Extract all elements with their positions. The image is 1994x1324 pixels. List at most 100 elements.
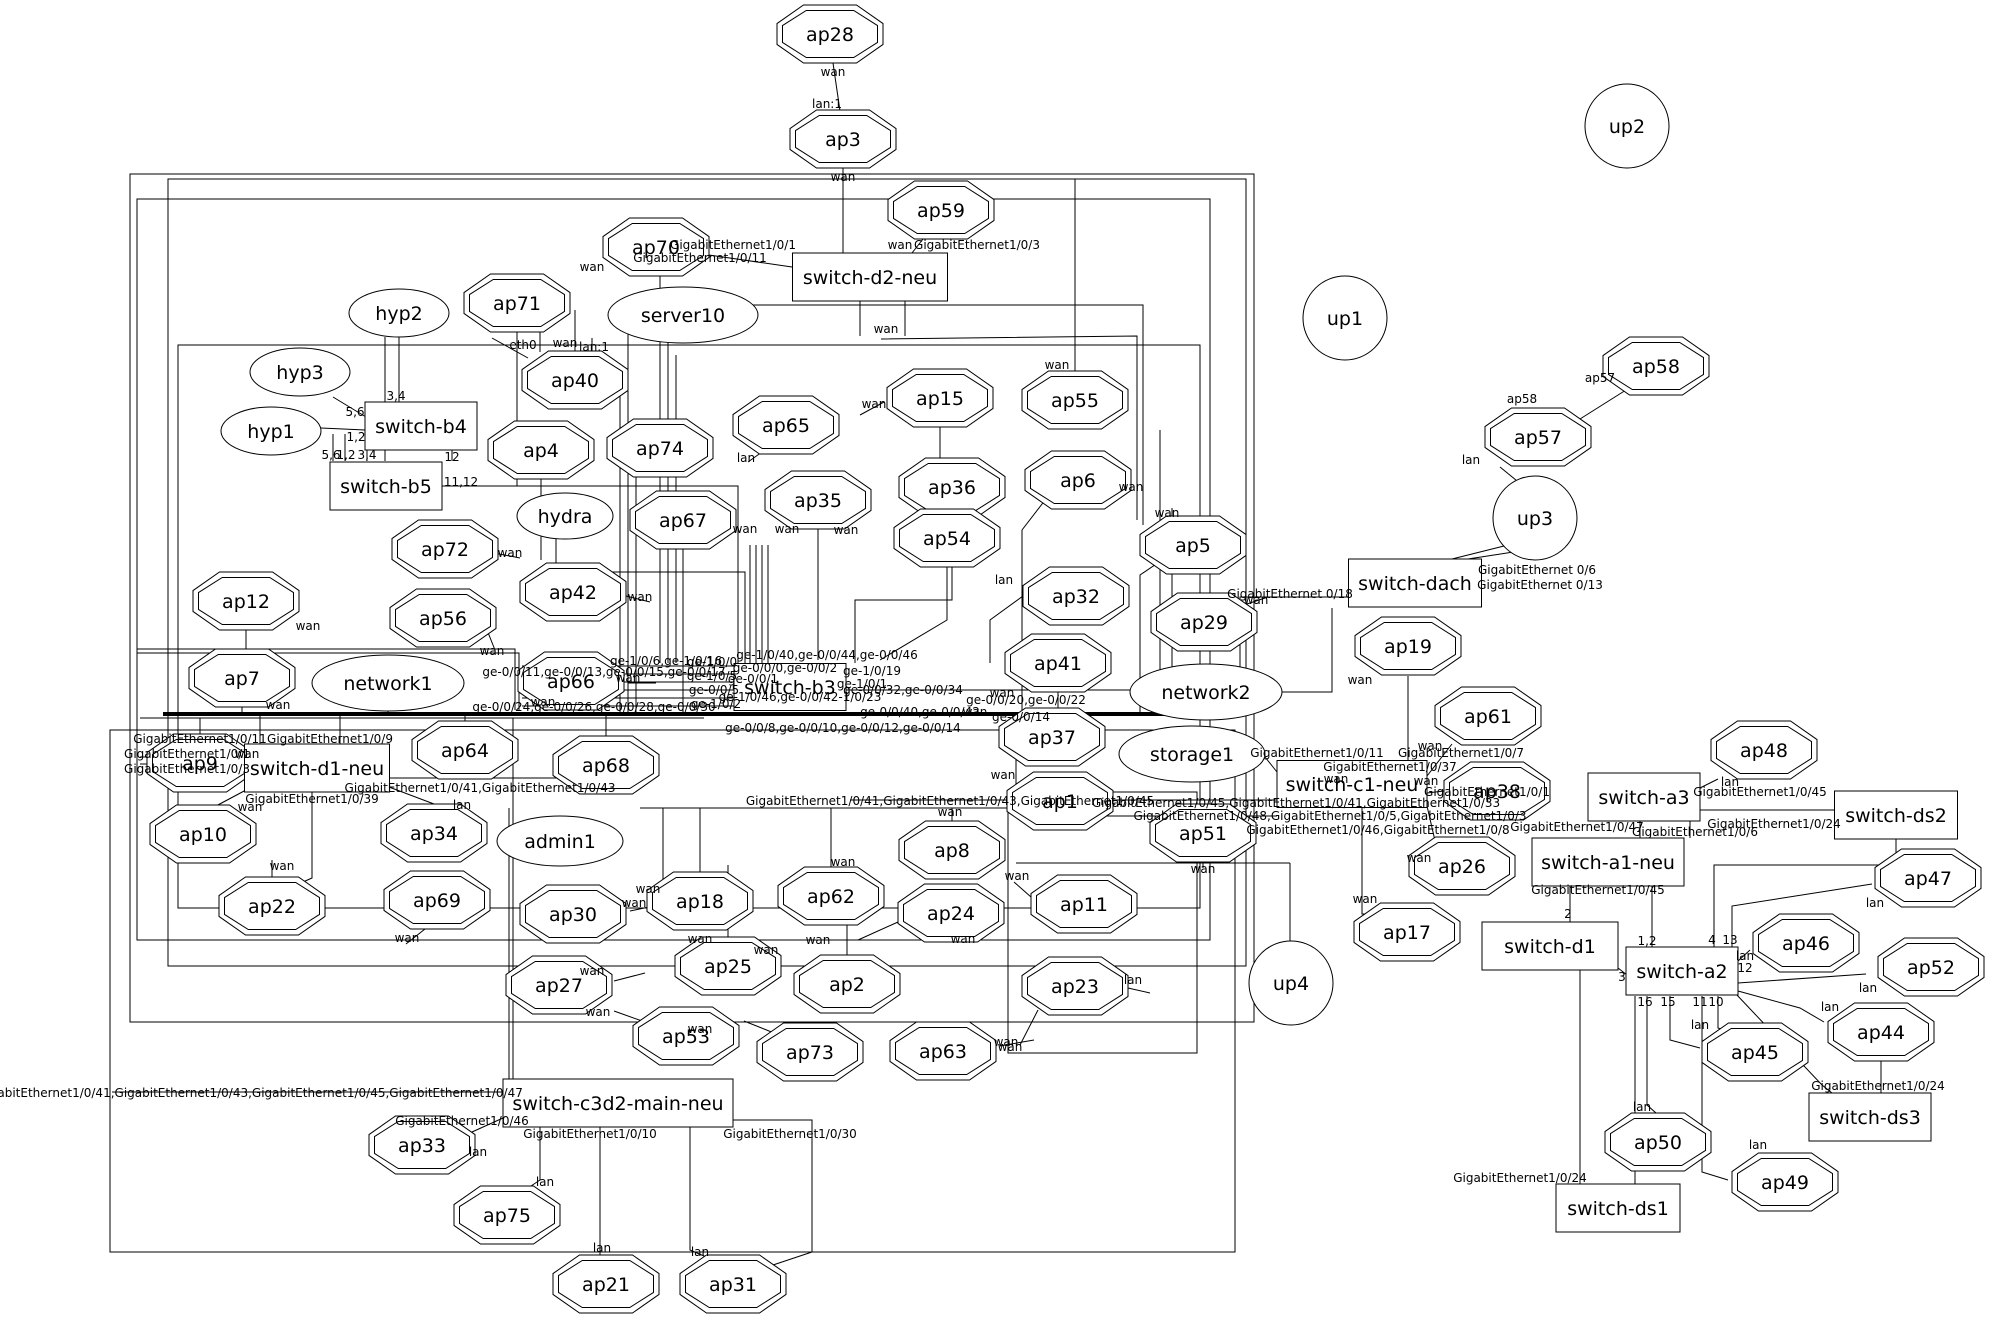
node-ap75[interactable]: ap75 <box>453 1185 561 1245</box>
node-ap22[interactable]: ap22 <box>218 876 326 936</box>
node-hydra[interactable]: hydra <box>516 492 614 540</box>
node-switch-dach[interactable]: switch-dach <box>1348 558 1482 608</box>
node-ap25[interactable]: ap25 <box>674 936 782 996</box>
node-hyp1[interactable]: hyp1 <box>220 406 322 456</box>
node-ap74[interactable]: ap74 <box>606 418 714 478</box>
node-ap53[interactable]: ap53 <box>632 1006 740 1066</box>
node-ap42[interactable]: ap42 <box>519 562 627 622</box>
node-up3[interactable]: up3 <box>1492 475 1578 561</box>
node-up1[interactable]: up1 <box>1302 275 1388 361</box>
node-ap2[interactable]: ap2 <box>793 954 901 1014</box>
node-hyp3[interactable]: hyp3 <box>249 347 351 397</box>
node-switch-a1-neu[interactable]: switch-a1-neu <box>1531 837 1685 887</box>
node-ap30[interactable]: ap30 <box>519 884 627 944</box>
node-ap68[interactable]: ap68 <box>552 735 660 795</box>
node-ap57[interactable]: ap57 <box>1484 407 1592 467</box>
node-ap21[interactable]: ap21 <box>552 1254 660 1314</box>
node-ap11[interactable]: ap11 <box>1030 874 1138 934</box>
node-ap73[interactable]: ap73 <box>756 1022 864 1082</box>
doubleoctagon-shape <box>1737 1158 1833 1206</box>
node-hyp2[interactable]: hyp2 <box>348 288 450 338</box>
node-ap72[interactable]: ap72 <box>391 519 499 579</box>
node-switch-d2-neu[interactable]: switch-d2-neu <box>792 252 948 302</box>
node-ap12[interactable]: ap12 <box>192 571 300 631</box>
node-switch-d1[interactable]: switch-d1 <box>1481 921 1619 971</box>
node-ap51[interactable]: ap51 <box>1149 803 1257 863</box>
node-ap41[interactable]: ap41 <box>1004 633 1112 693</box>
node-ap33[interactable]: ap33 <box>368 1115 476 1175</box>
node-ap64[interactable]: ap64 <box>411 720 519 780</box>
node-switch-c1-neu[interactable]: switch-c1-neu <box>1276 760 1428 808</box>
node-ap47[interactable]: ap47 <box>1874 848 1982 908</box>
node-ap38[interactable]: ap38 <box>1443 761 1551 821</box>
edge-line <box>1669 996 1701 1049</box>
node-ap37[interactable]: ap37 <box>998 707 1106 767</box>
node-ap31[interactable]: ap31 <box>679 1254 787 1314</box>
node-ap1[interactable]: ap1 <box>1006 771 1114 831</box>
node-ap29[interactable]: ap29 <box>1150 592 1258 652</box>
node-ap28[interactable]: ap28 <box>776 4 884 64</box>
node-switch-a2[interactable]: switch-a2 <box>1625 946 1739 996</box>
node-network1[interactable]: network1 <box>311 654 465 712</box>
node-ap8[interactable]: ap8 <box>898 820 1006 880</box>
node-ap36[interactable]: ap36 <box>898 457 1006 517</box>
node-ap3[interactable]: ap3 <box>789 109 897 169</box>
node-ap32[interactable]: ap32 <box>1022 566 1130 626</box>
node-up4[interactable]: up4 <box>1248 940 1334 1026</box>
node-ap45[interactable]: ap45 <box>1701 1022 1809 1082</box>
node-switch-c3d2-main-neu[interactable]: switch-c3d2-main-neu <box>502 1078 734 1128</box>
node-ap18[interactable]: ap18 <box>646 871 754 931</box>
node-ap65[interactable]: ap65 <box>732 395 840 455</box>
node-ap24[interactable]: ap24 <box>897 883 1005 943</box>
node-ap7[interactable]: ap7 <box>188 648 296 708</box>
node-network2[interactable]: network2 <box>1129 663 1283 721</box>
node-ap59[interactable]: ap59 <box>887 180 995 240</box>
node-ap52[interactable]: ap52 <box>1877 937 1985 997</box>
edge-line <box>215 789 247 807</box>
doubleoctagon-shape <box>1010 639 1106 687</box>
node-switch-b5[interactable]: switch-b5 <box>329 461 443 511</box>
node-ap55[interactable]: ap55 <box>1021 370 1129 430</box>
node-switch-b4[interactable]: switch-b4 <box>364 401 478 451</box>
node-ap5[interactable]: ap5 <box>1139 515 1247 575</box>
node-ap61[interactable]: ap61 <box>1434 686 1542 746</box>
node-ap56[interactable]: ap56 <box>389 588 497 648</box>
node-ap62[interactable]: ap62 <box>777 866 885 926</box>
node-ap35[interactable]: ap35 <box>764 470 872 530</box>
node-ap40[interactable]: ap40 <box>521 350 629 410</box>
node-server10[interactable]: server10 <box>607 286 759 344</box>
node-ap19[interactable]: ap19 <box>1354 616 1462 676</box>
node-ap46[interactable]: ap46 <box>1752 913 1860 973</box>
node-switch-a3[interactable]: switch-a3 <box>1587 772 1701 822</box>
node-ap69[interactable]: ap69 <box>383 870 491 930</box>
node-ap71[interactable]: ap71 <box>463 273 571 333</box>
node-ap6[interactable]: ap6 <box>1024 450 1132 510</box>
node-ap58[interactable]: ap58 <box>1602 336 1710 396</box>
node-storage1[interactable]: storage1 <box>1118 725 1266 783</box>
node-ap67[interactable]: ap67 <box>629 490 737 550</box>
node-ap63[interactable]: ap63 <box>889 1021 997 1081</box>
node-ap50[interactable]: ap50 <box>1604 1112 1712 1172</box>
node-switch-b3[interactable]: switch-b3 <box>733 663 847 711</box>
node-switch-ds3[interactable]: switch-ds3 <box>1808 1092 1932 1142</box>
node-admin1[interactable]: admin1 <box>496 815 624 867</box>
node-ap4[interactable]: ap4 <box>487 420 595 480</box>
node-switch-d1-neu[interactable]: switch-d1-neu <box>244 743 390 793</box>
node-up2[interactable]: up2 <box>1584 83 1670 169</box>
node-ap10[interactable]: ap10 <box>149 804 257 864</box>
node-ap15[interactable]: ap15 <box>886 368 994 428</box>
node-switch-ds2[interactable]: switch-ds2 <box>1834 790 1958 840</box>
node-ap44[interactable]: ap44 <box>1827 1002 1935 1062</box>
node-ap70[interactable]: ap70 <box>602 217 710 277</box>
node-ap49[interactable]: ap49 <box>1731 1152 1839 1212</box>
node-ap48[interactable]: ap48 <box>1710 720 1818 780</box>
node-switch-ds1[interactable]: switch-ds1 <box>1555 1183 1681 1233</box>
node-ap66[interactable]: ap66 <box>517 651 625 711</box>
node-ap17[interactable]: ap17 <box>1353 902 1461 962</box>
node-ap34[interactable]: ap34 <box>380 803 488 863</box>
node-ap26[interactable]: ap26 <box>1408 836 1516 896</box>
node-ap27[interactable]: ap27 <box>505 955 613 1015</box>
node-ap23[interactable]: ap23 <box>1021 956 1129 1016</box>
node-ap54[interactable]: ap54 <box>893 508 1001 568</box>
node-ap9[interactable]: ap9 <box>146 733 254 793</box>
